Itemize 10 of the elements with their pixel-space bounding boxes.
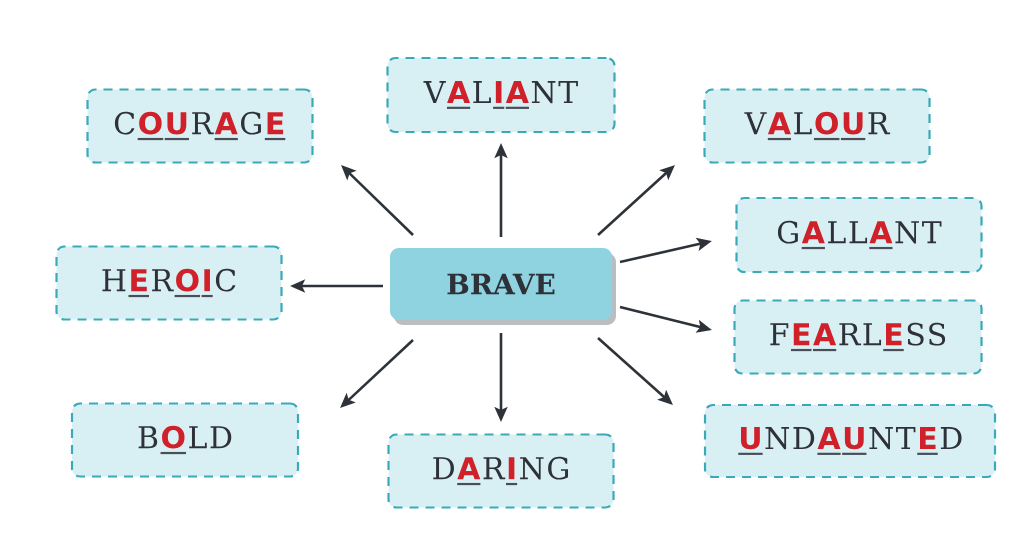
word-box: VALIANT: [386, 56, 616, 134]
word-box: VALOUR: [703, 88, 931, 164]
word-box: UNDAUNTED: [703, 403, 997, 479]
word-box: FEARLESS: [733, 299, 983, 375]
word-box: HEROIC: [55, 245, 283, 321]
word-box: COURAGE: [86, 88, 314, 164]
word-box: BOLD: [70, 402, 300, 478]
keyword-box: BRAVE: [390, 248, 616, 325]
word-box: GALLANT: [735, 196, 983, 274]
word-box: DARING: [387, 433, 615, 509]
